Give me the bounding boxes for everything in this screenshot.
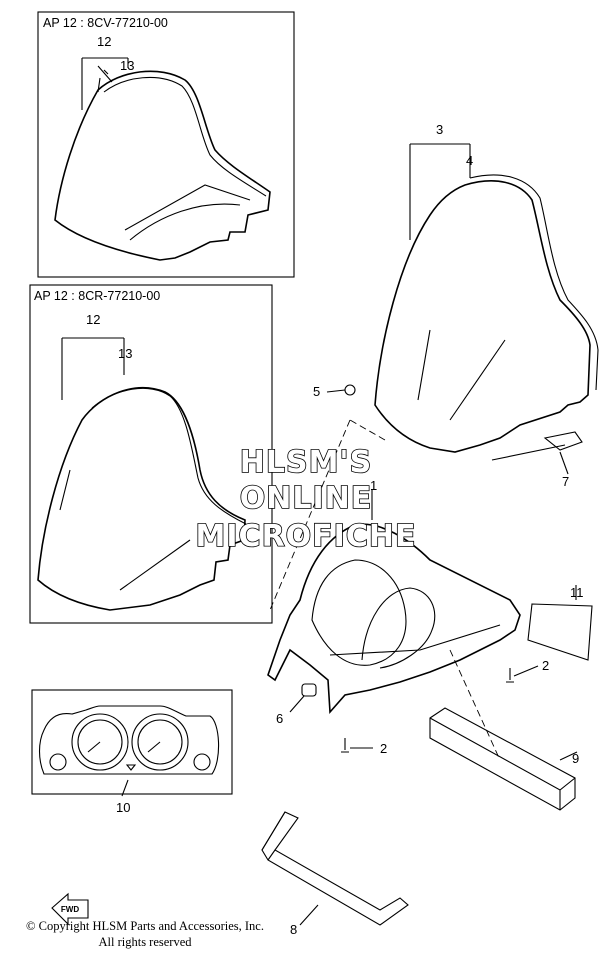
- callout-8: 8: [290, 922, 297, 937]
- watermark: HLSM'S ONLINE MICROFICHE: [195, 444, 417, 555]
- foam-block-9: 9: [429, 707, 579, 811]
- watermark-line-3: MICROFICHE: [196, 519, 417, 554]
- speedometer-icon: [71, 713, 129, 771]
- inset-box-2-label: AP 12 : 8CR-77210-00: [34, 289, 160, 303]
- callout-1: 1: [370, 478, 377, 493]
- trim-strip-8: 8: [261, 811, 409, 937]
- grommet-6-icon: [301, 683, 317, 697]
- cowl-assembly: 1 6 2 2: [267, 478, 549, 761]
- callout-7: 7: [562, 474, 569, 489]
- windshield-alt-2: [37, 387, 246, 611]
- callout-3: 3: [436, 122, 443, 137]
- screw-5-icon: [344, 384, 356, 396]
- gauge-panel-10: 10: [31, 689, 233, 815]
- callout-12-box1: 12: [97, 34, 111, 49]
- callout-2-lower: 2: [380, 741, 387, 756]
- callout-13-box2: 13: [118, 346, 132, 361]
- callout-13-box1: 13: [120, 58, 134, 73]
- callout-11: 11: [570, 585, 584, 600]
- inset-box-1: AP 12 : 8CV-77210-00 12 13: [37, 11, 295, 278]
- callout-12-box2: 12: [86, 312, 100, 327]
- windshield-alt-1: [54, 70, 271, 261]
- watermark-line-2: ONLINE: [240, 481, 373, 516]
- callout-5: 5: [313, 384, 320, 399]
- fwd-arrow-label: FWD: [61, 905, 79, 914]
- callout-9: 9: [572, 751, 579, 766]
- copyright-line-1: © Copyright HLSM Parts and Accessories, …: [26, 919, 264, 933]
- windshield-main: 3 4 5 7: [269, 122, 599, 611]
- watermark-line-1: HLSM'S: [240, 445, 372, 480]
- callout-10: 10: [116, 800, 130, 815]
- panel-11: 11: [527, 585, 593, 661]
- inset-box-2: AP 12 : 8CR-77210-00 12 13: [29, 284, 273, 624]
- callout-6: 6: [276, 711, 283, 726]
- fwd-arrow-icon: FWD: [51, 892, 89, 926]
- callout-4: 4: [466, 153, 473, 168]
- callout-2-upper: 2: [542, 658, 549, 673]
- copyright-line-2: All rights reserved: [98, 935, 192, 949]
- inset-box-1-label: AP 12 : 8CV-77210-00: [43, 16, 168, 30]
- tachometer-icon: [131, 713, 189, 771]
- copyright-notice: © Copyright HLSM Parts and Accessories, …: [0, 918, 290, 950]
